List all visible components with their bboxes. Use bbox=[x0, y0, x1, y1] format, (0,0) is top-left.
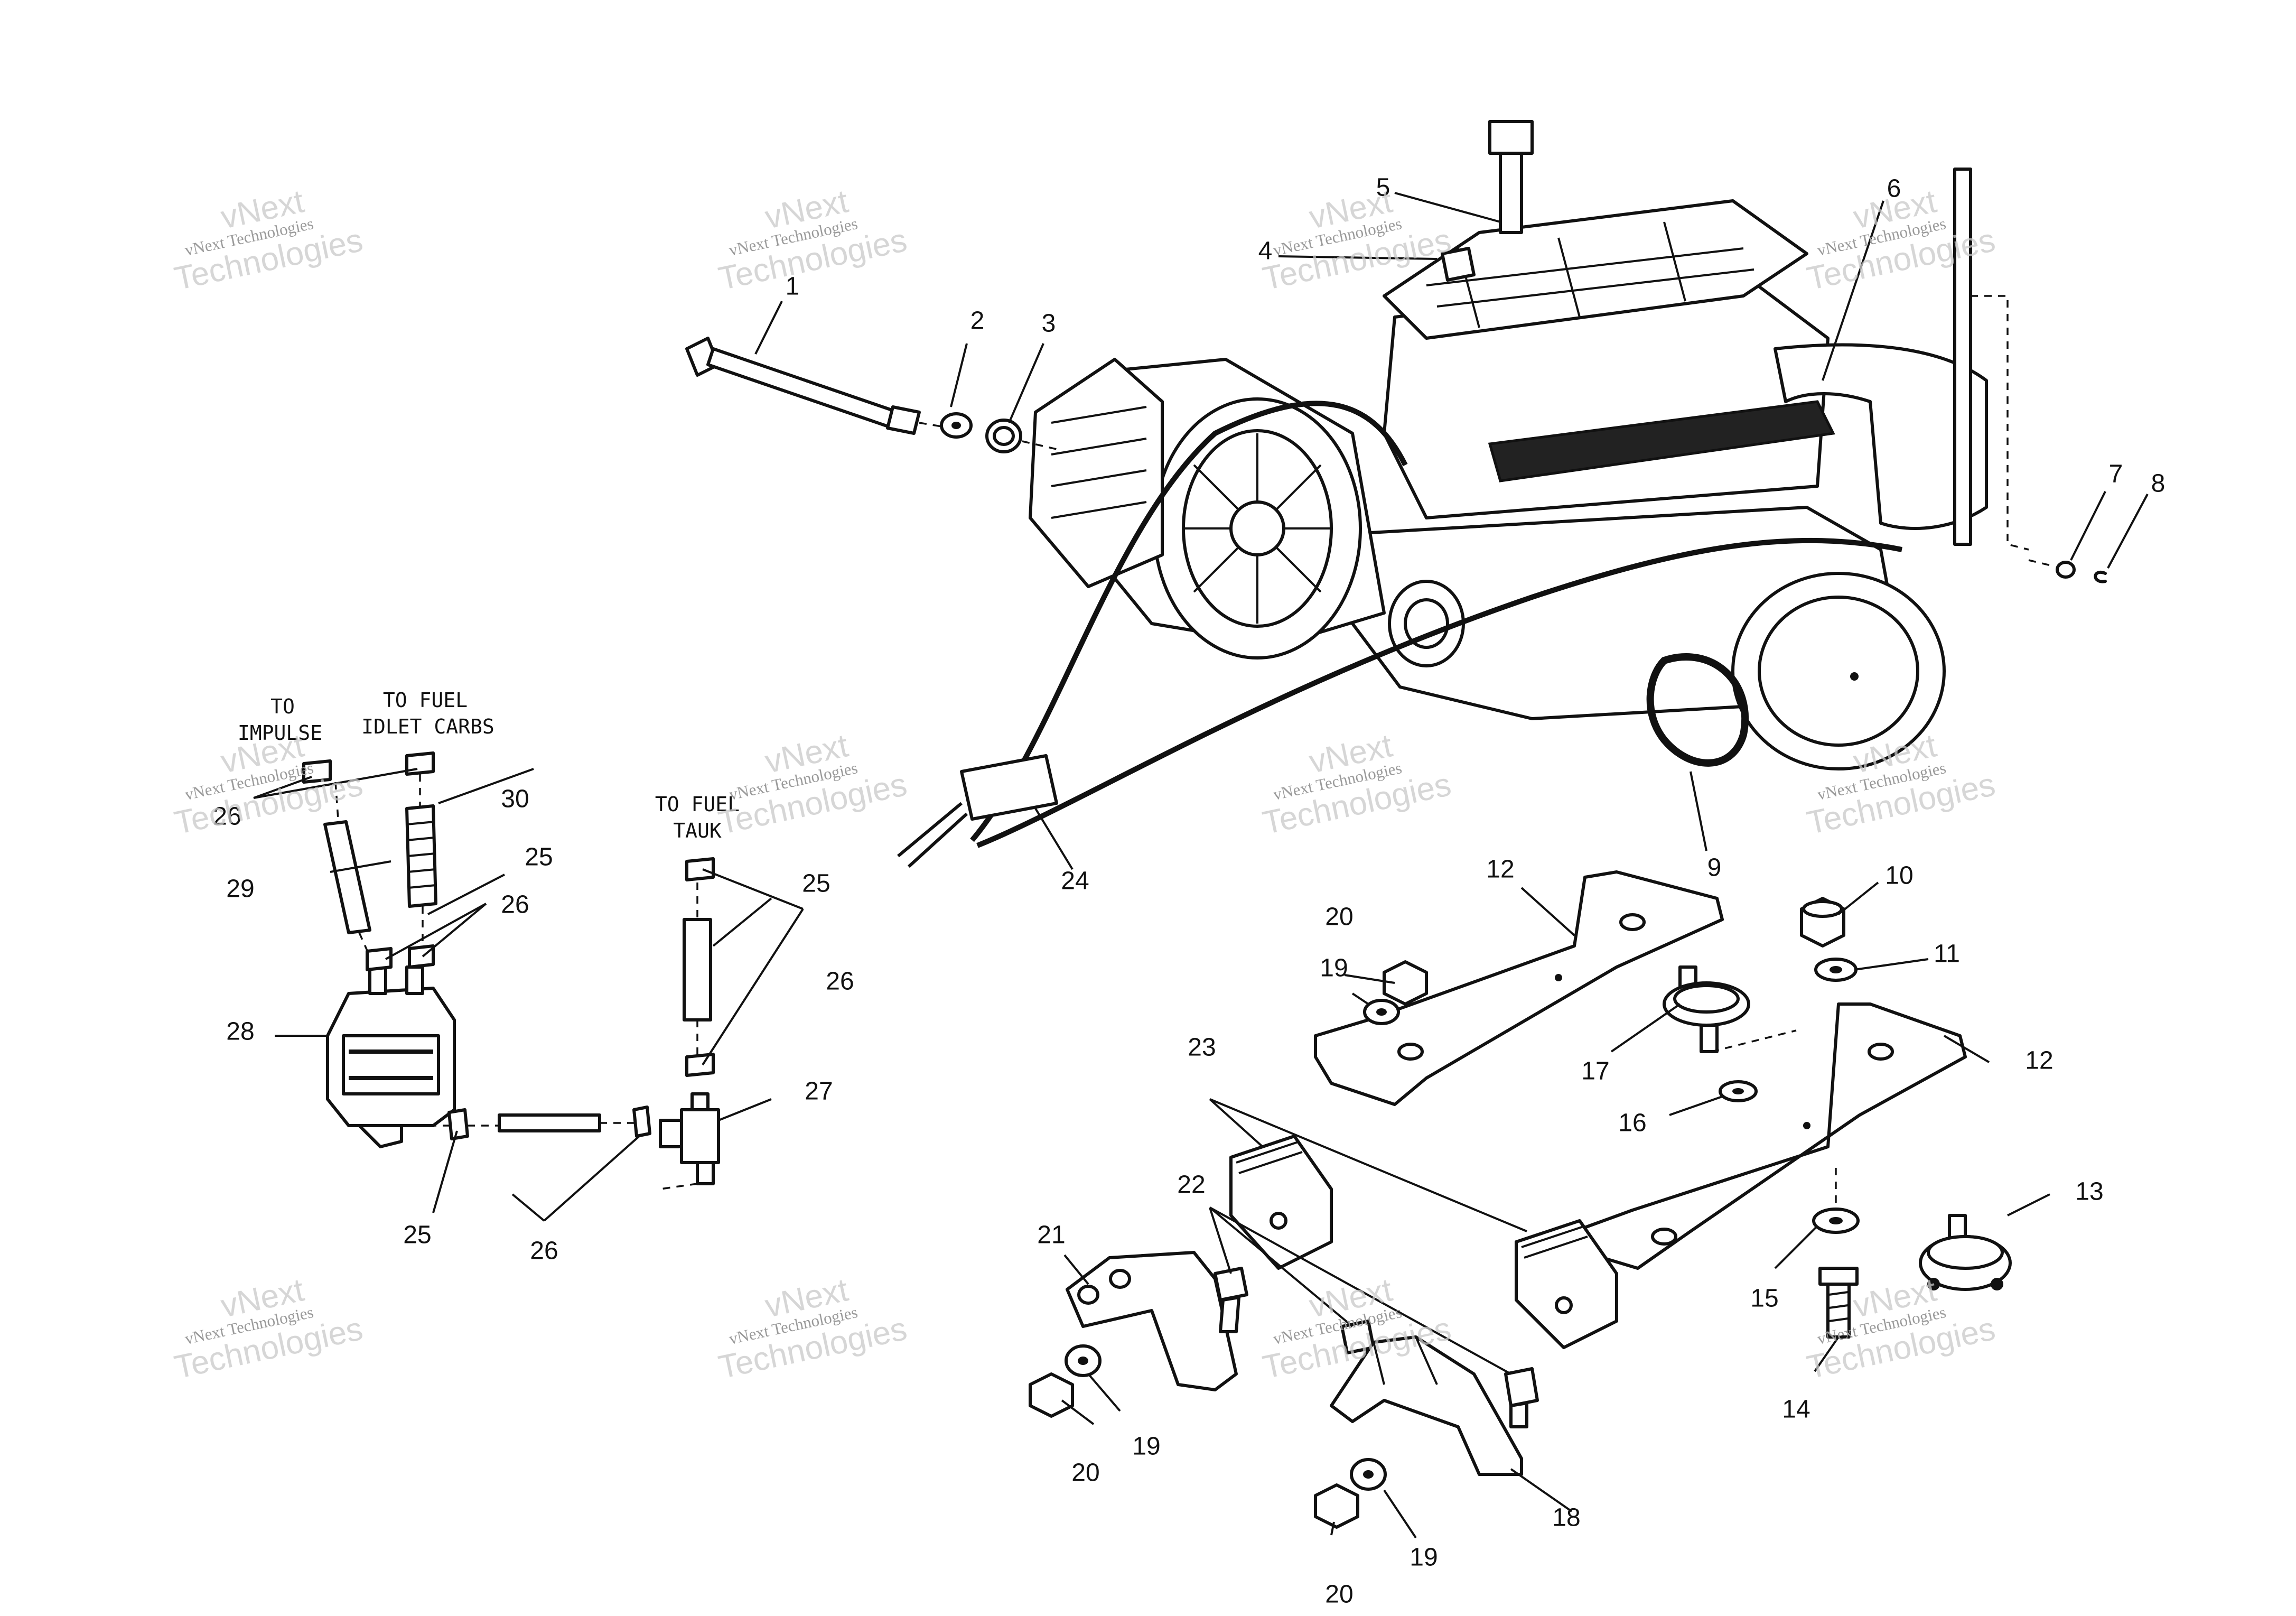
callout-11: 11 bbox=[1934, 940, 1960, 968]
bolt-part-22-c bbox=[1504, 1367, 1539, 1428]
leader-lines bbox=[253, 192, 2149, 1539]
callout-20-lower-left: 20 bbox=[1071, 1459, 1099, 1487]
callout-30: 30 bbox=[501, 785, 529, 813]
bracket-part-21 bbox=[1066, 1251, 1238, 1391]
washer-part-2 bbox=[940, 412, 973, 439]
callout-28: 28 bbox=[226, 1018, 254, 1046]
bolt-part-1 bbox=[685, 337, 951, 435]
callout-labels: 1 2 3 4 5 6 7 8 9 10 11 12 12 13 14 15 1… bbox=[213, 174, 2165, 1609]
callout-9: 9 bbox=[1707, 854, 1722, 882]
washer-part-15 bbox=[1812, 1168, 1860, 1234]
washer-part-16 bbox=[1719, 1080, 1758, 1102]
callout-23: 23 bbox=[1188, 1034, 1216, 1062]
washer-part-7 bbox=[2028, 559, 2076, 579]
rubber-block-part-23-left bbox=[1229, 1135, 1333, 1270]
callout-14: 14 bbox=[1782, 1396, 1810, 1424]
callout-29: 29 bbox=[226, 875, 254, 903]
washer-part-19-lower-right bbox=[1350, 1458, 1387, 1491]
callout-12-upper: 12 bbox=[1486, 856, 1514, 884]
routing-notes: TO IMPULSE TO FUEL IDLET CARBS TO FUEL T… bbox=[238, 689, 740, 842]
bolt-part-14 bbox=[1818, 1267, 1859, 1339]
hose-part-30 bbox=[405, 774, 437, 951]
callout-19-lower-right: 19 bbox=[1410, 1544, 1438, 1572]
callout-2: 2 bbox=[970, 307, 985, 335]
note-to-fuel-tank-line2: TAUK bbox=[673, 819, 722, 842]
clip-part-8 bbox=[2094, 571, 2107, 583]
mount-plate-part-12-upper bbox=[1314, 870, 1724, 1106]
callout-24: 24 bbox=[1061, 867, 1089, 895]
callout-8: 8 bbox=[2151, 470, 2166, 498]
callout-27: 27 bbox=[805, 1078, 833, 1106]
washer-part-19-lower-left bbox=[1065, 1344, 1102, 1377]
bushing-part-3 bbox=[985, 419, 1057, 453]
callout-22: 22 bbox=[1177, 1171, 1205, 1199]
callout-5: 5 bbox=[1376, 174, 1390, 202]
note-to-impulse-line1: TO bbox=[270, 695, 295, 718]
nut-part-20-lower-left bbox=[1029, 1372, 1074, 1418]
hose-part-25-tank bbox=[683, 883, 712, 1057]
hose-part-25-horizontal bbox=[402, 1113, 634, 1132]
clamp-part-26-c bbox=[366, 947, 393, 971]
callout-10: 10 bbox=[1885, 862, 1913, 890]
callout-17: 17 bbox=[1581, 1057, 1609, 1085]
callout-25-tank: 25 bbox=[802, 870, 830, 898]
clamp-part-26-d bbox=[408, 944, 435, 969]
note-to-fuel-idle-line1: TO FUEL bbox=[383, 689, 468, 712]
nut-part-20-upper bbox=[1383, 960, 1428, 1006]
callout-3: 3 bbox=[1042, 310, 1056, 338]
nut-part-10 bbox=[1800, 897, 1845, 948]
callout-26-tank: 26 bbox=[826, 968, 854, 996]
callout-25-horizontal: 25 bbox=[403, 1221, 431, 1249]
callout-26-mid: 26 bbox=[501, 891, 529, 919]
note-to-impulse-line2: IMPULSE bbox=[238, 721, 322, 745]
washer-part-11 bbox=[1814, 958, 1858, 982]
callout-26-bottom: 26 bbox=[530, 1237, 558, 1265]
nut-part-20-lower-right bbox=[1314, 1483, 1359, 1529]
callout-20-lower-right: 20 bbox=[1325, 1581, 1353, 1609]
washer-part-19-upper bbox=[1363, 999, 1400, 1025]
callout-25-idle: 25 bbox=[525, 843, 553, 871]
rubber-block-part-23-right bbox=[1515, 1219, 1618, 1349]
note-to-fuel-tank-line1: TO FUEL bbox=[655, 793, 740, 816]
callout-7: 7 bbox=[2109, 460, 2123, 488]
callout-13: 13 bbox=[2075, 1178, 2103, 1206]
callout-19-lower-left: 19 bbox=[1132, 1433, 1160, 1461]
clamp-part-26-f bbox=[685, 1053, 715, 1077]
hose-part-29 bbox=[323, 782, 371, 957]
clamp-part-26-e bbox=[685, 857, 715, 881]
callout-20-upper: 20 bbox=[1325, 903, 1353, 931]
rubber-mount-part-17 bbox=[1663, 965, 1797, 1053]
callout-18: 18 bbox=[1552, 1504, 1580, 1532]
bolt-part-22-a bbox=[1214, 1267, 1248, 1333]
callout-12-lower: 12 bbox=[2025, 1047, 2053, 1075]
callout-16: 16 bbox=[1618, 1109, 1646, 1137]
tee-fitting-part-27 bbox=[659, 1092, 720, 1190]
callout-19-upper: 19 bbox=[1320, 954, 1348, 982]
callout-26-top: 26 bbox=[213, 803, 241, 831]
callout-15: 15 bbox=[1750, 1285, 1778, 1313]
note-to-fuel-idle-line2: IDLET CARBS bbox=[361, 715, 494, 738]
callout-4: 4 bbox=[1258, 237, 1273, 265]
callout-21: 21 bbox=[1037, 1221, 1065, 1249]
bracket-part-18 bbox=[1330, 1335, 1523, 1476]
clamp-part-26-g bbox=[447, 1108, 469, 1140]
callout-6: 6 bbox=[1887, 175, 1901, 203]
rubber-mount-part-13 bbox=[1919, 1214, 2012, 1291]
callout-1: 1 bbox=[786, 273, 800, 301]
clamp-part-26-h bbox=[632, 1106, 651, 1138]
fuel-pump-part-28 bbox=[326, 965, 456, 1148]
engine-assembly bbox=[897, 120, 2029, 868]
